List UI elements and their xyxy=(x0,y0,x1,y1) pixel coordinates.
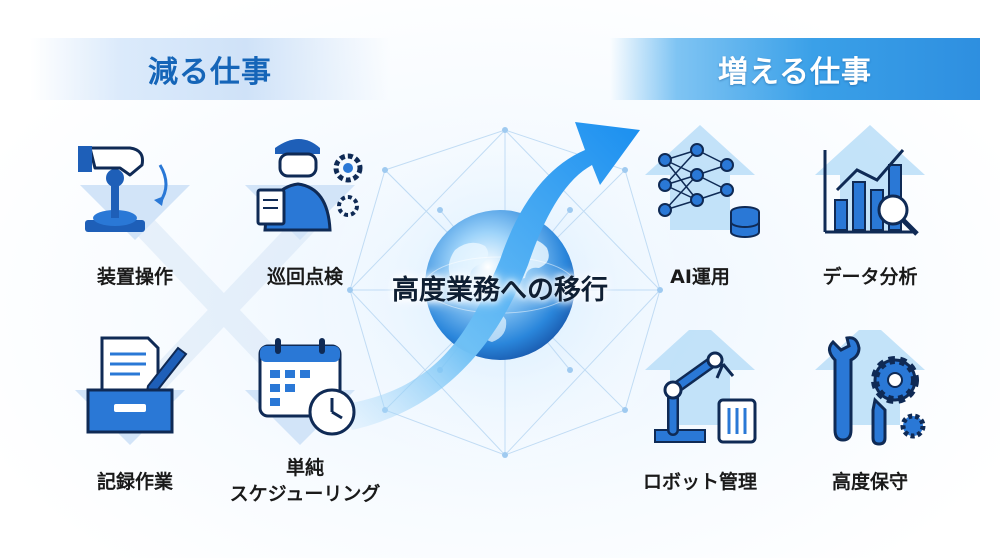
label-robot-management: ロボット管理 xyxy=(642,471,757,493)
item-equipment-operation: 装置操作 xyxy=(50,120,220,300)
item-advanced-maintenance: 高度保守 xyxy=(785,330,955,510)
item-patrol-inspection: 巡回点検 xyxy=(220,120,390,300)
transition-arrow xyxy=(340,122,640,430)
increasing-jobs-header: 増える仕事 xyxy=(610,38,980,100)
hand-lever-icon xyxy=(78,146,190,240)
label-record-keeping: 記録作業 xyxy=(96,471,173,493)
robot-arm-icon xyxy=(645,330,757,444)
label-advanced-maintenance: 高度保守 xyxy=(831,471,908,493)
label-ai-operations: AI運用 xyxy=(670,266,730,288)
label-simple-scheduling: 単純 スケジューリング xyxy=(220,455,390,507)
item-record-keeping: 記録作業 xyxy=(50,330,220,510)
label-simple-scheduling-line2: スケジューリング xyxy=(229,483,381,505)
calendar-clock-icon xyxy=(245,338,356,445)
item-ai-operations: AI運用 xyxy=(615,120,785,300)
decreasing-jobs-header: 減る仕事 xyxy=(30,38,390,100)
item-simple-scheduling: 単純 スケジューリング xyxy=(220,330,390,510)
wrench-gear-icon xyxy=(815,330,926,446)
label-data-analysis: データ分析 xyxy=(822,266,918,288)
center-title: 高度業務への移行 xyxy=(392,275,608,306)
label-equipment-operation: 装置操作 xyxy=(96,266,173,288)
label-simple-scheduling-line1: 単純 xyxy=(285,457,324,479)
document-tray-icon xyxy=(75,336,188,445)
label-patrol-inspection: 巡回点検 xyxy=(266,266,343,288)
chart-magnifier-icon xyxy=(815,125,925,236)
item-robot-management: ロボット管理 xyxy=(615,330,785,510)
inspector-icon xyxy=(245,139,363,240)
item-data-analysis: データ分析 xyxy=(785,120,955,300)
neural-network-icon xyxy=(645,125,760,238)
